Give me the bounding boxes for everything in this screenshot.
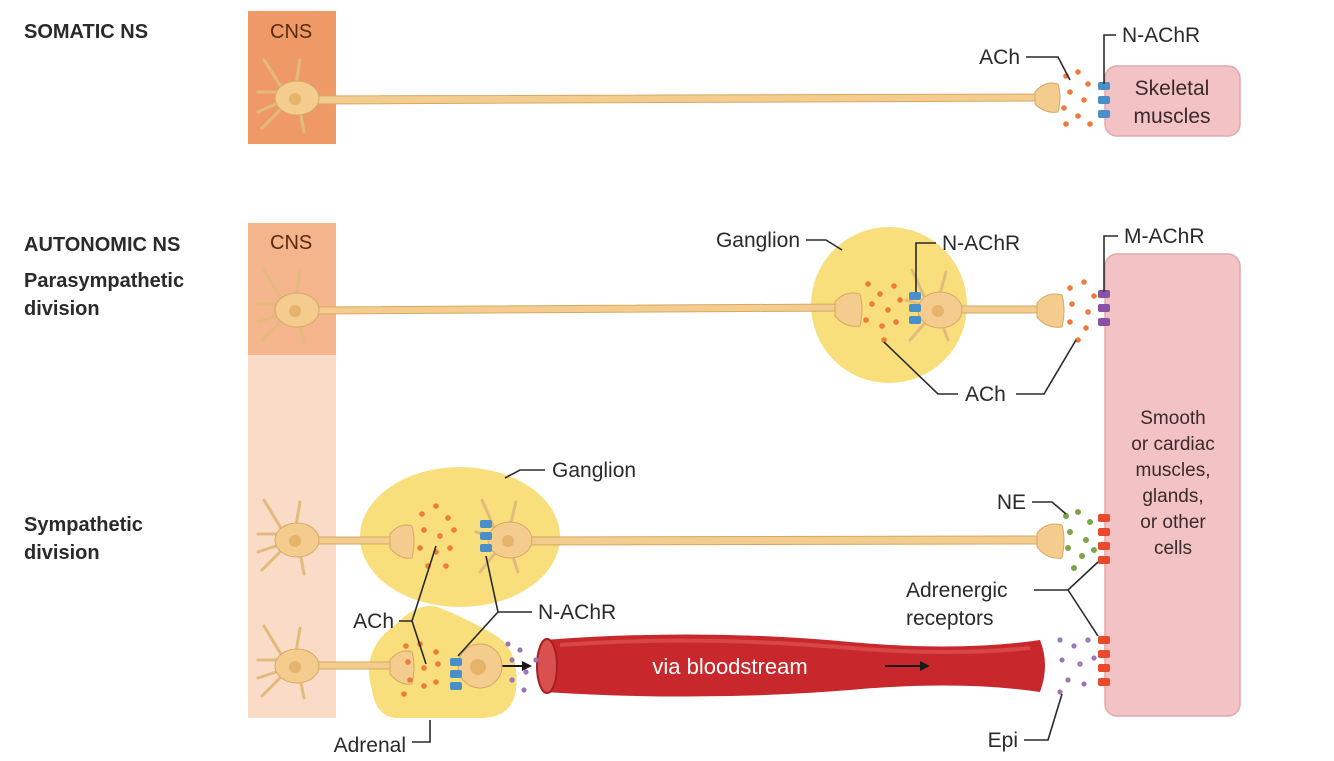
heading-somatic: SOMATIC NS — [24, 21, 148, 43]
heading-parasympathetic-2: division — [24, 298, 100, 320]
label-adrenergic-2: receptors — [906, 607, 994, 630]
sympathetic-preganglionic-neuron — [256, 498, 320, 576]
target-label-5: or other — [1140, 512, 1206, 533]
leader-machr — [1103, 235, 1118, 292]
leader-ne — [1032, 501, 1067, 515]
adrenal-preganglionic-axon — [309, 661, 396, 670]
heading-parasympathetic-1: Parasympathetic — [24, 270, 184, 292]
label-ach-para: ACh — [965, 383, 1006, 406]
somatic-terminal — [1034, 82, 1061, 113]
leader-adrenal — [412, 720, 431, 743]
nicotinic-receptor-para — [909, 292, 921, 324]
adrenal-chromaffin-cell — [457, 643, 503, 689]
label-nachr-symp: N-AChR — [538, 601, 616, 624]
ach-vesicles-para-target — [1067, 279, 1097, 343]
leader-epi — [1024, 693, 1063, 741]
leader-adrenergic — [1034, 561, 1099, 637]
parasympathetic-ganglion — [811, 227, 967, 383]
target-label-6: cells — [1154, 538, 1192, 559]
nicotinic-receptor-adrenal — [450, 658, 462, 690]
target-label-3: muscles, — [1136, 460, 1211, 481]
postganglionic-symp-terminal — [1036, 523, 1065, 559]
postganglionic-para-terminal — [1036, 293, 1065, 328]
ach-vesicles-symp-ganglion — [417, 503, 457, 569]
label-adrenergic-1: Adrenergic — [906, 579, 1008, 602]
bloodstream-arrow-icon — [885, 661, 930, 671]
somatic-motor-neuron — [256, 58, 320, 134]
adrenergic-receptor-ne — [1098, 514, 1110, 564]
heading-sympathetic-2: division — [24, 542, 100, 564]
leader-ganglion-symp — [504, 469, 545, 479]
leader-nachr-para — [915, 242, 936, 292]
adrenal-preganglionic-neuron — [256, 624, 320, 700]
label-ne: NE — [997, 491, 1026, 514]
parasympathetic-preganglionic-neuron — [256, 268, 320, 346]
ach-vesicles-para-ganglion — [863, 281, 903, 343]
label-machr: M-AChR — [1124, 225, 1205, 248]
cns-box-somatic — [248, 11, 336, 144]
skeletal-label-2: muscles — [1133, 105, 1210, 128]
preganglionic-symp-axon — [309, 536, 397, 545]
cns-label-somatic: CNS — [270, 21, 312, 43]
label-epi: Epi — [988, 729, 1018, 752]
leader-ach-symp — [399, 545, 437, 665]
bloodstream-label: via bloodstream — [652, 654, 807, 679]
preganglionic-para-axon — [309, 303, 841, 315]
label-adrenal: Adrenal — [334, 734, 406, 757]
parasympathetic-postganglionic-neuron — [904, 268, 963, 342]
leader-ganglion-para — [806, 239, 843, 251]
cns-box-parasympathetic — [248, 223, 336, 355]
label-nachr-somatic: N-AChR — [1122, 24, 1200, 47]
label-ach-symp: ACh — [353, 610, 394, 633]
epi-vesicles-adrenal — [505, 641, 539, 693]
somatic-axon — [309, 93, 1041, 105]
epi-vesicles-target — [1057, 637, 1097, 695]
target-label-1: Smooth — [1140, 408, 1205, 429]
postganglionic-para-axon — [949, 305, 1043, 314]
ach-vesicles-somatic — [1061, 69, 1093, 127]
muscarinic-receptor — [1098, 290, 1110, 326]
ne-vesicles — [1063, 509, 1097, 571]
label-ach-somatic: ACh — [979, 46, 1020, 69]
postganglionic-symp-axon — [519, 535, 1043, 546]
cns-label-autonomic: CNS — [270, 232, 312, 254]
heading-sympathetic-1: Sympathetic — [24, 514, 143, 536]
target-label-4: glands, — [1142, 486, 1203, 507]
leader-nachr-somatic — [1103, 34, 1116, 84]
label-nachr-para: N-AChR — [942, 232, 1020, 255]
skeletal-label-1: Skeletal — [1135, 77, 1210, 100]
nicotinic-receptor-somatic — [1098, 82, 1110, 118]
label-ganglion-symp: Ganglion — [552, 459, 636, 482]
blood-vessel-opening — [536, 638, 558, 694]
adrenergic-receptor-epi — [1098, 636, 1110, 686]
target-label-2: or cardiac — [1131, 434, 1214, 455]
sympathetic-ganglion — [360, 467, 560, 607]
heading-autonomic: AUTONOMIC NS — [24, 234, 180, 256]
preganglionic-para-terminal — [834, 292, 863, 327]
nicotinic-receptor-symp — [480, 520, 492, 552]
leader-ach-somatic — [1026, 56, 1071, 81]
adrenal-gland — [368, 606, 517, 718]
target-tissue-muscle — [1104, 253, 1241, 717]
leader-ach-para — [883, 339, 1077, 395]
preganglionic-symp-terminal — [389, 524, 415, 559]
leader-nachr-symp — [457, 555, 532, 657]
label-ganglion-para: Ganglion — [716, 229, 800, 252]
